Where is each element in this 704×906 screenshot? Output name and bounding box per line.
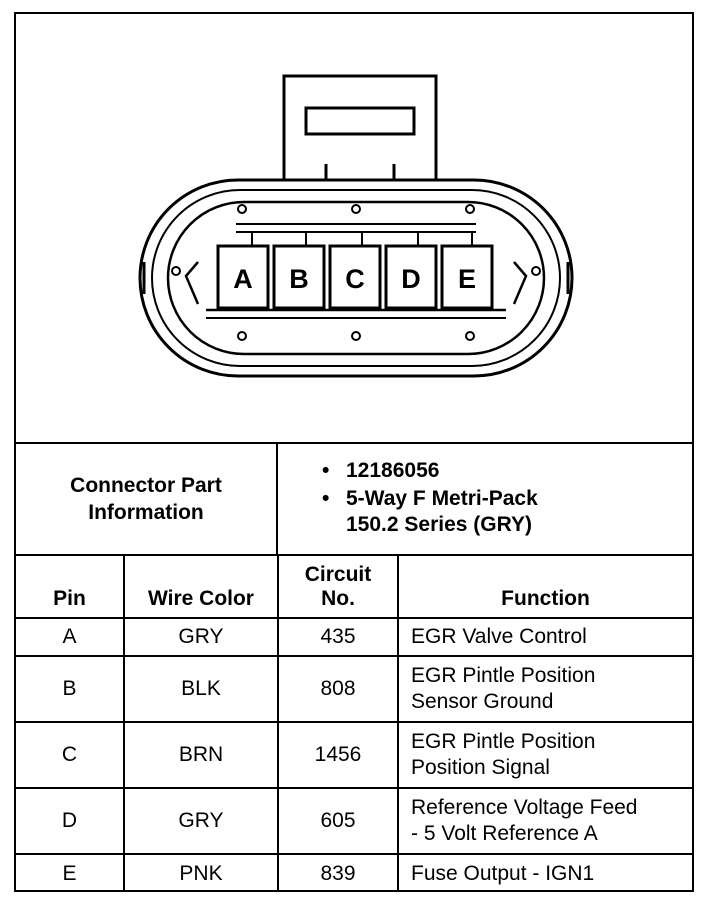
locator-dot	[237, 204, 247, 214]
connector-diagram: A B C D E	[16, 14, 692, 444]
locator-dot	[237, 331, 247, 341]
cell-wire-color: BLK	[123, 655, 279, 723]
table-row: D GRY 605 Reference Voltage Feed - 5 Vol…	[16, 787, 692, 855]
pin-cavity-a	[216, 244, 270, 310]
info-label-line2: Information	[88, 501, 204, 524]
latch-tab	[282, 74, 438, 182]
function-line2: Sensor Ground	[411, 690, 554, 713]
table-row: E PNK 839 Fuse Output - IGN1	[16, 853, 692, 892]
locator-dot	[465, 204, 475, 214]
cell-wire-color: BRN	[123, 721, 279, 789]
housing-inner-2	[166, 200, 546, 356]
header-pin: Pin	[16, 556, 125, 619]
function-line2: Position Signal	[411, 756, 550, 779]
cell-circuit: 839	[277, 853, 399, 892]
function-line2: - 5 Volt Reference A	[411, 822, 598, 845]
cell-function: Reference Voltage Feed - 5 Volt Referenc…	[397, 787, 692, 855]
connector-part-info: Connector Part Information 12186056 5-Wa…	[16, 444, 692, 556]
pin-label-c: C	[345, 264, 365, 294]
pin-cavity-c	[328, 244, 382, 310]
locator-dot	[531, 266, 541, 276]
info-label: Connector Part Information	[16, 444, 278, 554]
table-row: A GRY 435 EGR Valve Control	[16, 617, 692, 657]
locator-dot	[351, 204, 361, 214]
function-line1: Reference Voltage Feed	[411, 796, 638, 819]
cell-pin: A	[16, 617, 125, 657]
part-number: 12186056	[346, 459, 440, 482]
cell-function: Fuse Output - IGN1	[397, 853, 692, 892]
header-wire-color: Wire Color	[123, 556, 279, 619]
cell-function: EGR Valve Control	[397, 617, 692, 657]
function-line1: EGR Pintle Position	[411, 730, 596, 753]
cell-circuit: 435	[277, 617, 399, 657]
description-item: 5-Way F Metri-Pack 150.2 Series (GRY)	[322, 486, 692, 538]
function-line1: EGR Valve Control	[411, 625, 587, 648]
cell-wire-color: GRY	[123, 787, 279, 855]
locator-dot	[171, 266, 181, 276]
function-line1: EGR Pintle Position	[411, 664, 596, 687]
table-header-row: Pin Wire Color Circuit No. Function	[16, 556, 692, 619]
info-label-line1: Connector Part	[70, 474, 222, 497]
pin-label-b: B	[289, 264, 309, 294]
cell-circuit: 605	[277, 787, 399, 855]
pin-cavity-b	[272, 244, 326, 310]
cell-pin: C	[16, 721, 125, 789]
header-circuit-line2: No.	[321, 587, 355, 610]
table-row: B BLK 808 EGR Pintle Position Sensor Gro…	[16, 655, 692, 723]
pinout-table: Pin Wire Color Circuit No. Function A GR…	[16, 556, 692, 892]
pin-label-d: D	[401, 264, 421, 294]
description-line2: 150.2 Series (GRY)	[346, 513, 532, 536]
pin-label-e: E	[458, 264, 476, 294]
pin-label-a: A	[233, 264, 253, 294]
pin-cavity-e	[440, 244, 494, 310]
header-circuit-line1: Circuit	[304, 563, 372, 586]
function-line1: Fuse Output - IGN1	[411, 861, 595, 885]
locator-dot	[351, 331, 361, 341]
cell-pin: B	[16, 655, 125, 723]
locator-dot	[465, 331, 475, 341]
cell-function: EGR Pintle Position Position Signal	[397, 721, 692, 789]
pin-cavity-d	[384, 244, 438, 310]
cell-wire-color: PNK	[123, 853, 279, 892]
cell-wire-color: GRY	[123, 617, 279, 657]
cell-pin: E	[16, 853, 125, 892]
header-circuit: Circuit No.	[277, 556, 399, 619]
latch-slot	[304, 106, 416, 136]
info-values: 12186056 5-Way F Metri-Pack 150.2 Series…	[278, 444, 692, 554]
table-row: C BRN 1456 EGR Pintle Position Position …	[16, 721, 692, 789]
connector-face-drawing: A B C D E	[138, 74, 574, 378]
cell-circuit: 1456	[277, 721, 399, 789]
housing-inner-1	[151, 189, 561, 367]
cell-function: EGR Pintle Position Sensor Ground	[397, 655, 692, 723]
cell-pin: D	[16, 787, 125, 855]
connector-frame: A B C D E Connector Part Information 121…	[14, 12, 694, 892]
part-number-item: 12186056	[322, 458, 692, 484]
header-function: Function	[397, 556, 692, 619]
cell-circuit: 808	[277, 655, 399, 723]
description-line1: 5-Way F Metri-Pack	[346, 487, 538, 510]
